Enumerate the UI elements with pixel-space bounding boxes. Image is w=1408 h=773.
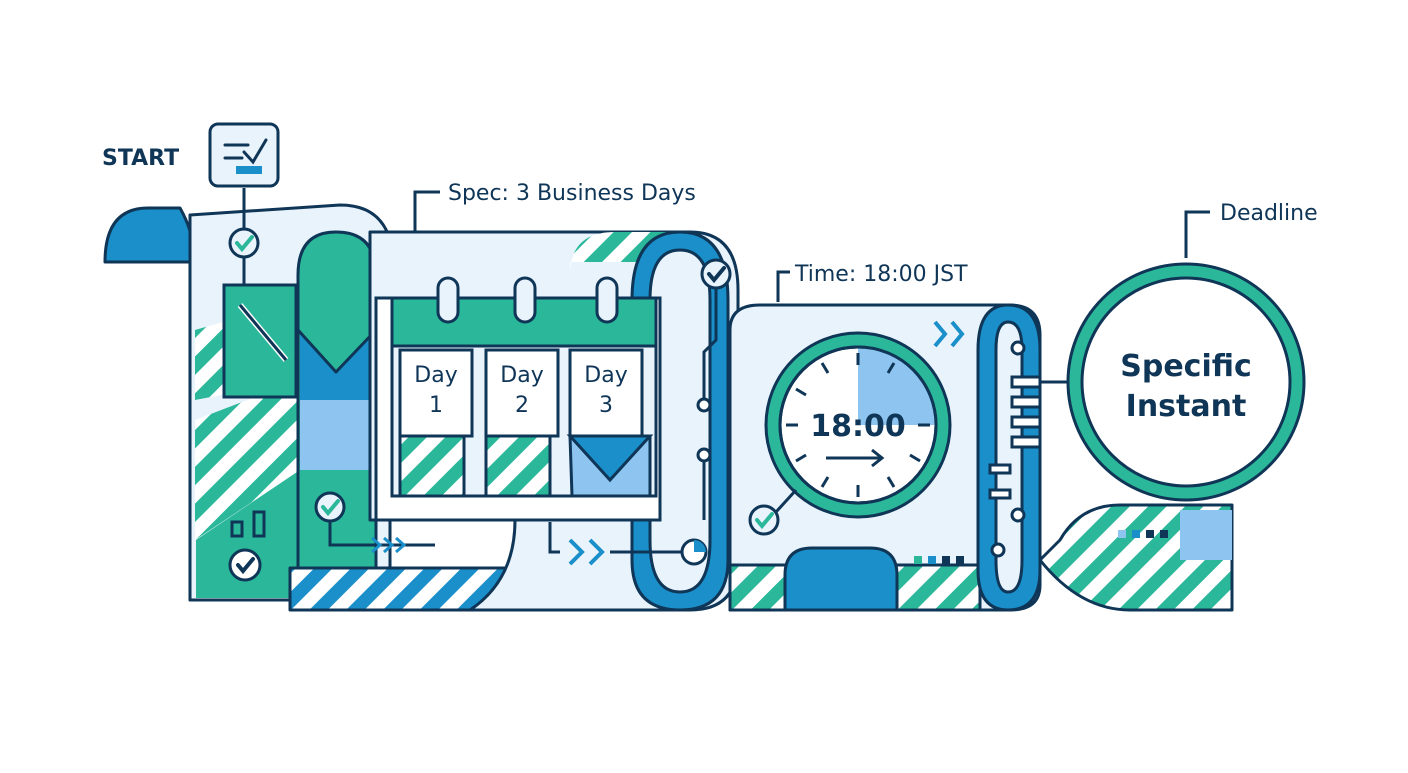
envelope-icon: [222, 283, 298, 399]
progress-dots: [1118, 530, 1168, 538]
day-card-1: Day 1: [398, 348, 474, 438]
start-label: START: [102, 146, 179, 171]
checklist-icon: [208, 122, 280, 188]
spec-label: Spec: 3 Business Days: [448, 181, 696, 206]
deadline-label: Deadline: [1220, 201, 1318, 226]
bar-chart-icon: [230, 510, 266, 538]
endpoint-line-1: Specific: [1120, 349, 1252, 384]
check-icon: [748, 504, 780, 536]
day-1-word: Day: [414, 363, 457, 388]
progress-dots: [914, 556, 964, 564]
check-icon: [228, 548, 262, 582]
arrow-right-icon: [933, 320, 965, 348]
day-3-word: Day: [584, 363, 627, 388]
day-2-word: Day: [500, 363, 543, 388]
day-2-number: 2: [515, 393, 529, 418]
day-card-3: Day 3: [568, 348, 644, 438]
arrow-right-icon: [568, 538, 605, 566]
clock-icon: 18:00: [764, 331, 952, 519]
arrow-right-icon: [371, 536, 407, 554]
check-icon: [228, 227, 260, 259]
day-3-number: 3: [599, 393, 613, 418]
endpoint-line-2: Instant: [1126, 389, 1247, 424]
check-icon: [700, 258, 732, 290]
check-icon: [314, 491, 346, 523]
day-card-2: Day 2: [484, 348, 560, 438]
day-1-number: 1: [429, 393, 443, 418]
clock-time: 18:00: [810, 409, 906, 444]
time-label: Time: 18:00 JST: [794, 262, 968, 287]
ribbon-band: [103, 203, 1234, 612]
deadline-endpoint: Specific Instant: [1066, 262, 1306, 502]
